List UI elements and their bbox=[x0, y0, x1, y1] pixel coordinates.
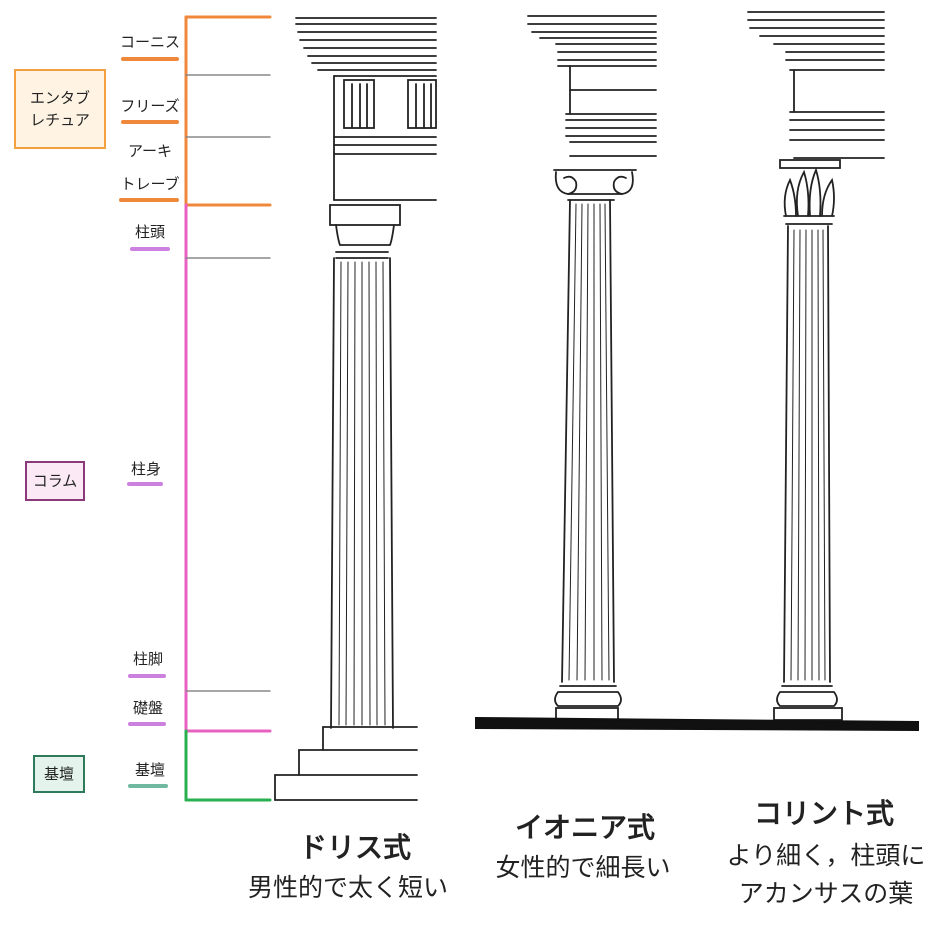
doric-description: 男性的で太く短い bbox=[247, 873, 448, 902]
base-underline bbox=[128, 674, 166, 678]
corinthian-description-line-1: より細く，柱頭に bbox=[726, 841, 926, 870]
plinth-underline bbox=[128, 722, 166, 726]
stylobate-bracket bbox=[184, 729, 272, 802]
cornice-underline bbox=[121, 57, 179, 61]
ground-line bbox=[475, 716, 919, 732]
architrave-label-2: トレーブ bbox=[120, 175, 180, 193]
cornice-label: コーニス bbox=[119, 33, 180, 51]
corinthian-column-drawing bbox=[747, 11, 885, 721]
entablature-bracket bbox=[184, 15, 272, 207]
capital-underline bbox=[130, 247, 170, 251]
frieze-label: フリーズ bbox=[120, 97, 180, 115]
architrave-underline bbox=[119, 198, 179, 202]
corinthian-title: コリント式 bbox=[753, 797, 894, 830]
corinthian-description-line-2: アカンサスの葉 bbox=[738, 879, 914, 908]
column-group-box: コラム bbox=[25, 461, 85, 501]
shaft-label: 柱身 bbox=[130, 460, 161, 478]
entablature-group-box: エンタブレチュア bbox=[14, 69, 106, 149]
column-label: コラム bbox=[32, 471, 78, 490]
shaft-underline bbox=[127, 482, 163, 486]
base-label: 柱脚 bbox=[132, 650, 163, 668]
doric-title: ドリス式 bbox=[298, 831, 411, 864]
stylobate-label: 基壇 bbox=[134, 761, 165, 779]
doric-column-drawing bbox=[274, 17, 437, 801]
stylobate-group-box: 基壇 bbox=[33, 755, 85, 793]
stylobate-underline bbox=[128, 784, 168, 788]
ionic-description: 女性的で細長い bbox=[495, 853, 671, 882]
architrave-label-1: アーキ bbox=[127, 142, 173, 160]
frieze-underline bbox=[121, 120, 179, 124]
column-bracket bbox=[184, 203, 272, 733]
capital-label: 柱頭 bbox=[134, 223, 165, 241]
ionic-column-drawing bbox=[527, 15, 657, 721]
ionic-title: イオニア式 bbox=[514, 811, 655, 844]
entablature-label: エンタブレチュア bbox=[29, 88, 90, 130]
plinth-label: 礎盤 bbox=[132, 699, 163, 717]
part-dividers bbox=[185, 74, 271, 692]
stylobate-group-label: 基壇 bbox=[43, 764, 74, 783]
